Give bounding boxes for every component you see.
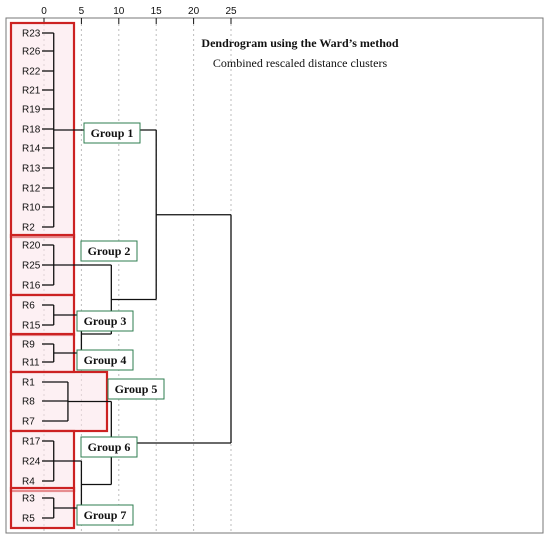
group-label: Group 7: [84, 508, 127, 522]
leaf-label: R4: [22, 477, 35, 488]
leaf-label: R19: [22, 105, 41, 116]
group-label-box: [107, 378, 165, 400]
leaf-label: R25: [22, 261, 41, 272]
group-label: Group 4: [84, 353, 127, 367]
group-label-box: [76, 349, 134, 371]
axis-tick-label: 20: [188, 6, 200, 17]
group-labels: Group 1 Group 2 Group 3 Group 4 Group 5 Group…: [76, 122, 165, 526]
leaf-label: R10: [22, 203, 41, 214]
group-label: Group 6: [88, 440, 131, 454]
axis-tick-label: 0: [41, 6, 47, 17]
leaf-label: R8: [22, 397, 35, 408]
leaf-label: R7: [22, 417, 35, 428]
leaf-label: R20: [22, 241, 41, 252]
leaf-label: R23: [22, 29, 41, 40]
leaf-label: R17: [22, 437, 41, 448]
leaf-label: R24: [22, 457, 41, 468]
leaf-label: R26: [22, 47, 41, 58]
chart-title: Dendrogram using the Ward’s method: [201, 36, 398, 50]
axis-tick-label: 5: [79, 6, 85, 17]
plot-border: [5, 17, 544, 534]
leaf-label: R15: [22, 321, 41, 332]
leaf-label: R1: [22, 378, 35, 389]
leaf-label: R12: [22, 184, 41, 195]
leaf-label: R5: [22, 514, 35, 525]
group-label: Group 2: [88, 244, 131, 258]
axis-tick-label: 25: [225, 6, 237, 17]
leaf-label: R6: [22, 301, 35, 312]
axis-tick-label: 10: [113, 6, 125, 17]
chart-subtitle: Combined rescaled distance clusters: [213, 56, 388, 70]
group-label-box: [76, 310, 134, 332]
group-label: Group 5: [115, 382, 158, 396]
leaf-label: R11: [22, 358, 40, 369]
leaf-label: R9: [22, 340, 35, 351]
group-label-box: [83, 122, 141, 144]
axis-tick-label: 15: [151, 6, 163, 17]
leaf-label: R18: [22, 125, 41, 136]
group-label-box: [80, 436, 138, 458]
leaf-label: R16: [22, 281, 41, 292]
leaf-label: R13: [22, 164, 41, 175]
group-label: Group 1: [91, 126, 134, 140]
leaf-label: R22: [22, 67, 41, 78]
group-label-box: [76, 504, 134, 526]
leaf-label: R3: [22, 494, 35, 505]
leaf-label: R2: [22, 223, 35, 234]
leaf-label: R14: [22, 144, 41, 155]
leaf-label: R21: [22, 86, 41, 97]
leaf-labels: R23R26R22R21R19R18R14R13R12R10R2R20R25R1…: [22, 29, 41, 525]
distance-axis: 0 5 10 15 20 25: [41, 6, 237, 24]
group-label: Group 3: [84, 314, 127, 328]
group-label-box: [80, 240, 138, 262]
